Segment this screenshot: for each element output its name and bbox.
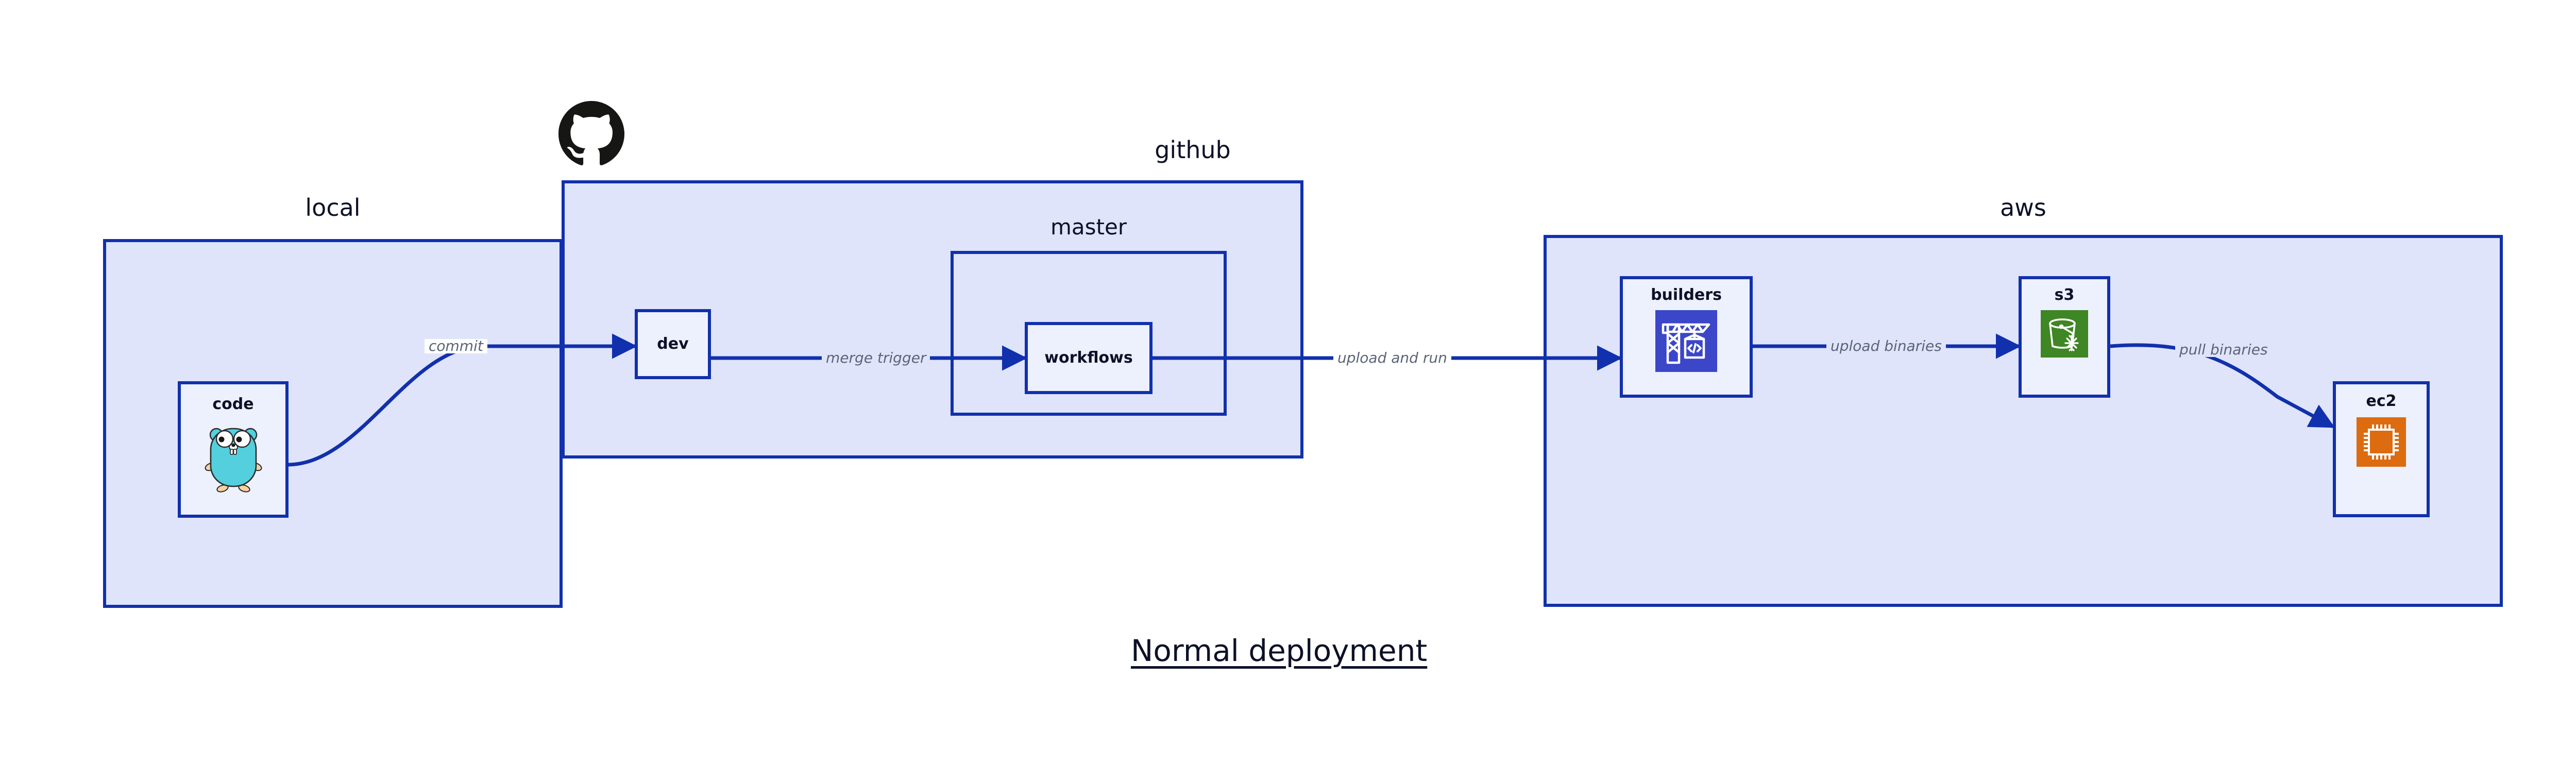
node-builders[interactable]: builders (1620, 276, 1753, 398)
node-code-label: code (212, 395, 254, 413)
node-workflows[interactable]: workflows (1025, 322, 1153, 394)
node-s3-label: s3 (2054, 286, 2075, 304)
s3-glacier-icon (2041, 310, 2088, 360)
group-aws-label: aws (2000, 194, 2046, 222)
group-master-label: master (1050, 214, 1127, 240)
edge-label-upload-binaries: upload binaries (1826, 339, 1946, 353)
edge-label-upload-and-run: upload and run (1333, 351, 1451, 365)
node-s3[interactable]: s3 (2019, 276, 2110, 398)
cpu-chip-icon (2357, 417, 2406, 469)
node-builders-label: builders (1651, 286, 1722, 304)
node-ec2[interactable]: ec2 (2333, 381, 2430, 517)
group-github-label: github (1155, 136, 1231, 164)
edge-label-pull-binaries: pull binaries (2175, 343, 2272, 357)
group-local (103, 239, 563, 608)
github-octocat-icon (558, 101, 624, 167)
node-code[interactable]: code (178, 381, 289, 518)
group-local-label: local (305, 194, 361, 222)
edge-label-merge-trigger: merge trigger (822, 351, 930, 365)
edge-label-commit: commit (425, 339, 487, 353)
go-gopher-icon (204, 423, 263, 495)
node-dev-label: dev (657, 335, 689, 353)
diagram-caption: Normal deployment (1131, 633, 1428, 668)
node-dev[interactable]: dev (635, 309, 711, 379)
node-workflows-label: workflows (1044, 349, 1133, 367)
node-ec2-label: ec2 (2366, 392, 2397, 410)
code-build-icon (1655, 310, 1717, 374)
